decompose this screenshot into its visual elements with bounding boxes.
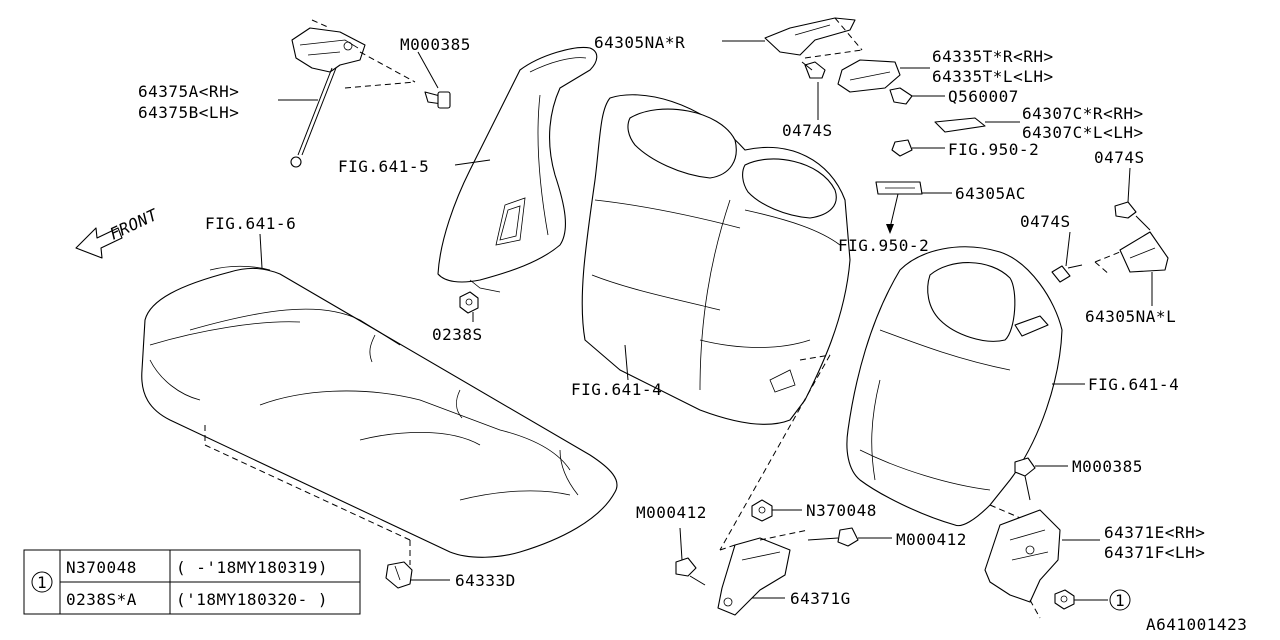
bolt-0474s-right-drawing [1051,264,1083,283]
screw-fig950-drawing [891,139,913,157]
footnote-row-2-period: ('18MY180320- ) [176,590,328,609]
footnote-row-1-part: N370048 [66,558,137,577]
callout-64305ac: 64305AC [955,184,1026,203]
bracket-64305na-r-drawing [764,17,863,59]
backrest-center-drawing [581,94,851,551]
nut-n370048-drawing [751,499,773,522]
callout-64371e: 64371E<RH> [1104,523,1205,542]
backrest-right-drawing [846,246,1063,527]
callout-fig950-2-bottom: FIG.950-2 [838,236,929,255]
callout-0474s-right-top: 0474S [1094,148,1145,167]
callout-64375b: 64375B<LH> [138,103,239,122]
callout-64375a: 64375A<RH> [138,82,239,101]
belt-bracket-64375-drawing [290,19,416,168]
callout-fig641-5: FIG.641-5 [338,157,429,176]
callout-m000385-top: M000385 [400,35,471,54]
bolt-m000385-right-drawing [1014,457,1036,501]
diagram-code: A641001423 [1146,615,1247,634]
nut-ref1-drawing [1054,589,1075,610]
ref-marker-circle: 1 [1109,589,1131,611]
bracket-64371ef-drawing [984,509,1061,619]
bracket-64305ac-drawing [875,181,923,234]
callout-m000412-right: M000412 [896,530,967,549]
leader-lines [259,40,1153,601]
bracket-64335t-drawing [837,59,901,93]
front-label: FRONT [107,205,162,244]
footnote-row-1-period: ( -'18MY180319) [176,558,328,577]
svg-text:1: 1 [1115,591,1125,610]
footnote-marker: 1 [37,573,47,592]
callout-n370048: N370048 [806,501,877,520]
seat-hook-64333d-drawing [385,561,413,589]
nut-0238s-drawing [459,291,479,314]
callout-64335t-l: 64335T*L<LH> [932,67,1054,86]
screw-q560007-drawing [889,87,913,105]
callout-64333d: 64333D [455,571,516,590]
callout-m000412-left: M000412 [636,503,707,522]
bracket-64305na-l-drawing [1094,231,1169,276]
bolt-m000412-left-drawing [675,557,706,586]
bolt-0474s-top-drawing [801,61,826,79]
callout-m000385-right: M000385 [1072,457,1143,476]
callout-fig950-2-top: FIG.950-2 [948,140,1039,159]
footnote-row-2-part: 0238S*A [66,590,137,609]
callout-64371g: 64371G [790,589,851,608]
callout-0474s-top: 0474S [782,121,833,140]
front-arrow-icon [75,227,123,259]
callout-64307c-r: 64307C*R<RH> [1022,104,1144,123]
callout-64305na-l: 64305NA*L [1085,307,1176,326]
seat-cushion-drawing [141,265,618,565]
callout-64335t-r: 64335T*R<RH> [932,47,1054,66]
callout-0238s: 0238S [432,325,483,344]
callout-fig641-6: FIG.641-6 [205,214,296,233]
side-trim-panel-drawing [437,46,598,293]
callout-64307c-l: 64307C*L<LH> [1022,123,1144,142]
bolt-m000385-top-drawing [424,91,451,109]
callout-q560007: Q560007 [948,87,1019,106]
clip-64307c-drawing [934,117,986,133]
callout-64371f: 64371F<LH> [1104,543,1205,562]
callout-fig641-4-mid: FIG.641-4 [571,380,662,399]
callout-fig641-4-right: FIG.641-4 [1088,375,1179,394]
footnote-table: 1 N370048 ( -'18MY180319) 0238S*A ('18MY… [23,549,361,615]
bolt-m000412-right-drawing [807,527,859,547]
bolt-0474s-right-top-drawing [1114,201,1151,231]
callout-0474s-right: 0474S [1020,212,1071,231]
callout-64305na-r: 64305NA*R [594,33,685,52]
